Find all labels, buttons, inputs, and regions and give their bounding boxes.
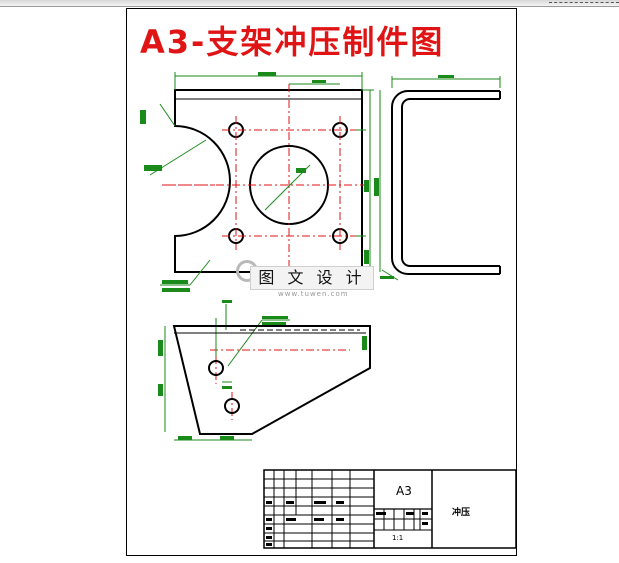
- side-view-outer: [391, 90, 500, 275]
- dimension-text-marks: [140, 72, 454, 440]
- top-bar-dash: [549, 2, 619, 3]
- watermark: 图 文 设 计 www.tuwen.com: [236, 256, 386, 298]
- side-view: [391, 90, 501, 275]
- centerlines: [162, 84, 370, 420]
- window-top-bar: [0, 0, 619, 7]
- side-view-inner: [401, 98, 500, 267]
- section-hole-upper: [208, 360, 224, 376]
- title-block: [263, 469, 517, 549]
- section-view: [172, 325, 371, 435]
- section-view-outline: [172, 325, 371, 435]
- watermark-text: 图 文 设 计: [250, 266, 374, 290]
- title-block-material-note: 冲压: [452, 508, 471, 518]
- title-block-scale-note: 1:1: [392, 534, 404, 542]
- front-view-outline: [174, 89, 363, 273]
- section-hole-lower: [224, 398, 240, 414]
- front-view-holes: [228, 122, 348, 244]
- watermark-url: www.tuwen.com: [278, 290, 349, 298]
- title-block-sheet-size: A3: [396, 484, 412, 498]
- title-block-text-marks: [266, 501, 428, 546]
- front-view: [174, 89, 363, 273]
- drawing-title: A3-支架冲压制件图: [140, 23, 445, 61]
